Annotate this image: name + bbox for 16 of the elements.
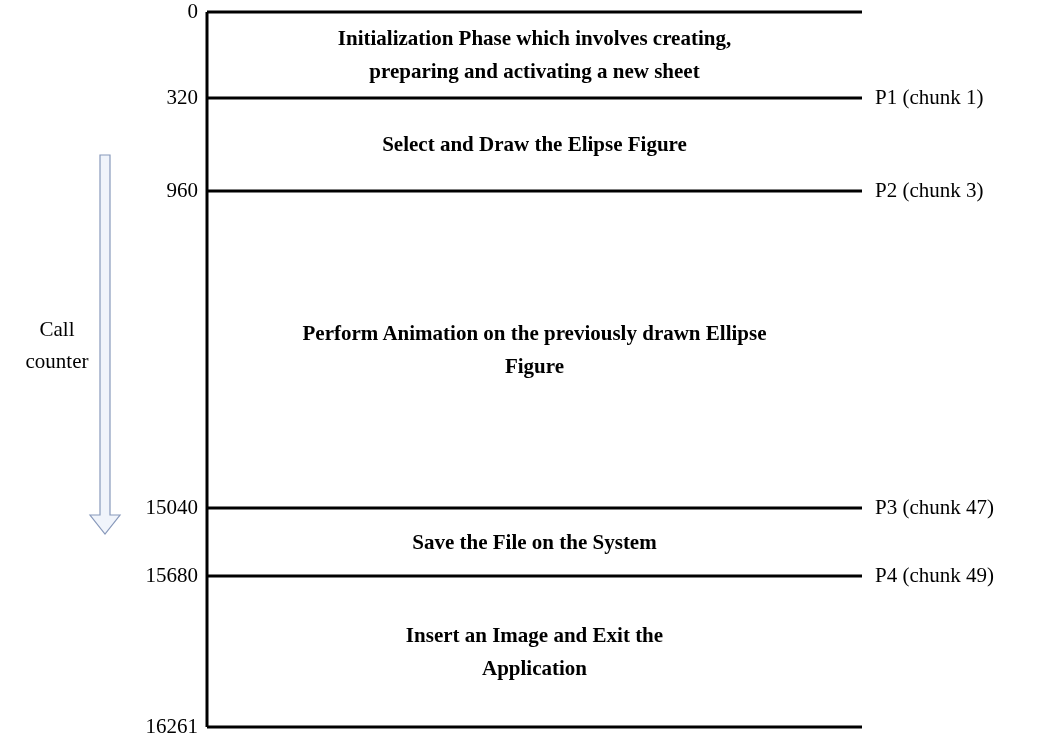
counter-value: 16261 [145, 716, 198, 737]
point-label: P2 (chunk 3) [875, 180, 984, 201]
axis-label: Call counter [24, 316, 90, 375]
counter-value: 320 [166, 87, 198, 108]
point-label: P1 (chunk 1) [875, 87, 984, 108]
counter-value: 0 [187, 1, 198, 22]
point-label: P4 (chunk 49) [875, 565, 994, 586]
phase-label: Save the File on the System [412, 528, 657, 556]
counter-value: 15680 [145, 565, 198, 586]
phase-label: Select and Draw the Elipse Figure [382, 131, 687, 159]
point-label: P3 (chunk 47) [875, 497, 994, 518]
phase-label: Perform Animation on the previously drawn Ellipse Figure [301, 319, 768, 380]
counter-value: 15040 [145, 497, 198, 518]
counter-value: 960 [166, 180, 198, 201]
phase-label: Insert an Image and Exit the Application [404, 621, 665, 682]
phase-label: Initialization Phase which involves creating, preparing and activating a new sheet [336, 25, 733, 85]
